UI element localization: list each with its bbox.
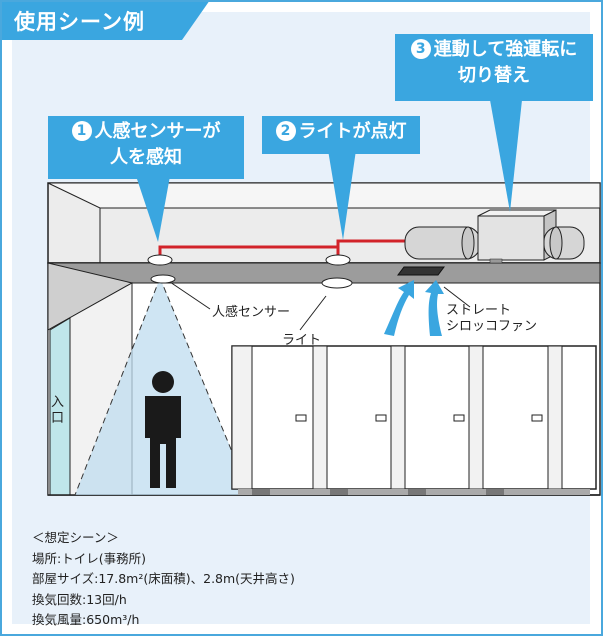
toilet-booths [231, 345, 597, 495]
page-title: 使用シーン例 [14, 10, 145, 34]
scene-info: ＜想定シーン＞ 場所:トイレ(事務所) 部屋サイズ:17.8m²(床面積)、2.… [32, 528, 295, 631]
fan-grille [397, 266, 445, 276]
entrance-label: 入 口 [51, 395, 65, 426]
light-device [325, 254, 351, 266]
person-silhouette [145, 371, 181, 488]
scene-title: ＜想定シーン＞ [32, 530, 119, 545]
fan-label: ストレート シロッコファン [446, 303, 538, 334]
light-label: ライト [282, 333, 322, 348]
scene-airflow: 換気風量:650m³/h [32, 612, 140, 627]
sensor-label: 人感センサー [212, 305, 291, 320]
scene-place: 場所:トイレ(事務所) [32, 550, 146, 566]
scene-air-changes: 換気回数:13回/h [32, 591, 127, 607]
airflow-arrows [384, 280, 444, 336]
sirocco-fan [404, 209, 585, 264]
sensor-device [147, 254, 173, 266]
title-tab [0, 0, 210, 40]
scene-room-size: 部屋サイズ:17.8m²(床面積)、2.8m(天井高さ) [32, 571, 295, 586]
